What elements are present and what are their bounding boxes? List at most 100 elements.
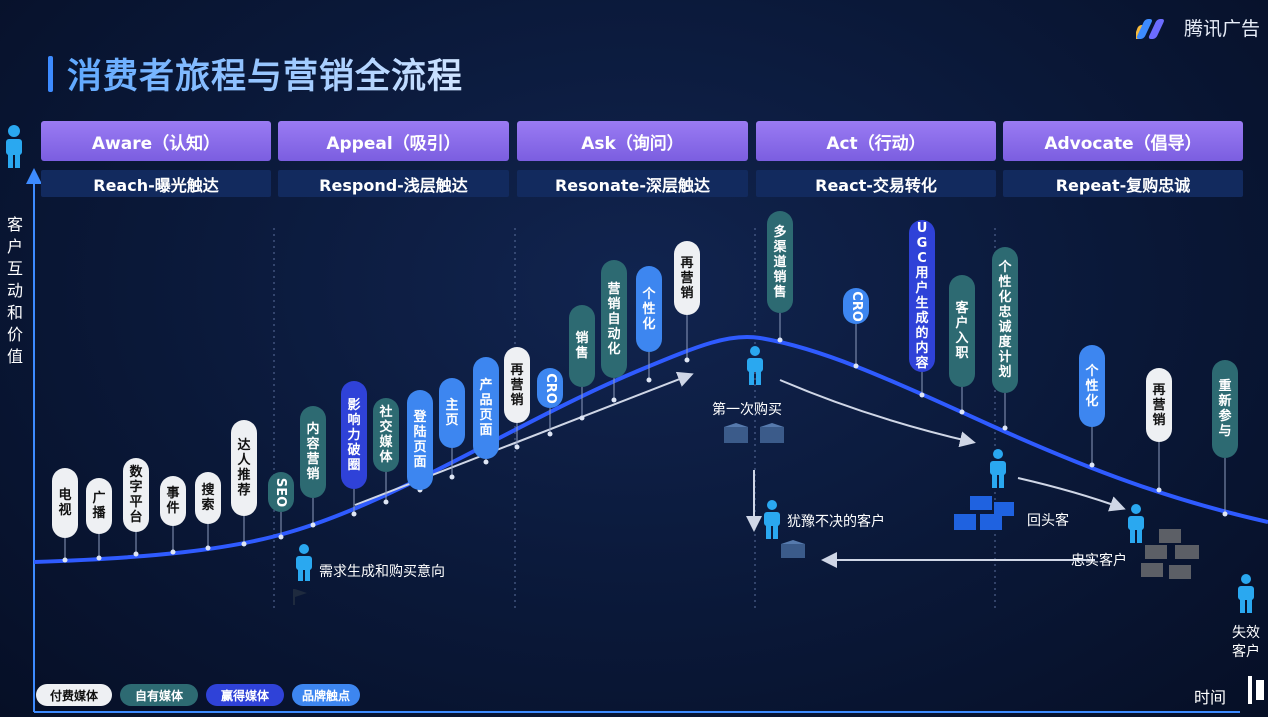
flow-arrow bbox=[1017, 477, 1126, 512]
touchpoint-pill: 数字平台 bbox=[123, 458, 149, 532]
persona-lost: 失效客户 bbox=[1232, 625, 1260, 660]
touchpoint-label: 重新参与 bbox=[1218, 379, 1232, 439]
touchpoint-pill: 个性化 bbox=[1079, 345, 1105, 427]
persona-hesitant: 犹豫不决的客户 bbox=[787, 514, 885, 530]
person-icon bbox=[747, 346, 763, 385]
touchpoint-label: 再营销 bbox=[680, 255, 694, 301]
touchpoint-pill: 事件 bbox=[160, 476, 186, 526]
touchpoint-dot bbox=[646, 377, 652, 383]
touchpoint-label: SEO bbox=[273, 477, 289, 507]
touchpoint-pill: 达人推荐 bbox=[231, 420, 257, 516]
person-icon bbox=[1238, 574, 1254, 613]
touchpoint-dot bbox=[547, 431, 553, 437]
touchpoint-dot bbox=[351, 511, 357, 517]
person-icon bbox=[990, 449, 1006, 488]
person-icon bbox=[293, 544, 312, 605]
touchpoint-pill: 影响力破圈 bbox=[341, 381, 367, 489]
touchpoint-dot bbox=[278, 534, 284, 540]
touchpoint-label: CRO bbox=[848, 290, 864, 322]
person-icon bbox=[764, 500, 780, 539]
stage-appeal: Appeal（吸引） bbox=[278, 121, 509, 161]
touchpoint-pill: 内容营销 bbox=[300, 406, 326, 498]
touchpoint-dot bbox=[170, 549, 176, 555]
touchpoint-dot bbox=[62, 557, 68, 563]
touchpoint-dot bbox=[1089, 462, 1095, 468]
touchpoint-label: 再营销 bbox=[1152, 382, 1166, 428]
touchpoint-pill: 个性化忠诚度计划 bbox=[992, 247, 1018, 393]
touchpoint-label: 再营销 bbox=[510, 362, 524, 408]
touchpoint-label: 个性化 bbox=[1085, 363, 1099, 409]
box-stack-icon bbox=[954, 496, 1014, 530]
stage-sub-respond: Respond-浅层触达 bbox=[278, 170, 509, 197]
touchpoint-label: 客户入职 bbox=[955, 301, 969, 361]
touchpoint-pill: 个性化 bbox=[636, 266, 662, 352]
person-icon bbox=[6, 125, 22, 168]
touchpoint-dot bbox=[1222, 511, 1228, 517]
brand-name: 腾讯广告 bbox=[1183, 18, 1260, 40]
persona-demand: 需求生成和购买意向 bbox=[319, 564, 445, 580]
touchpoint-dot bbox=[514, 444, 520, 450]
stage-ask: Ask（询问） bbox=[517, 121, 748, 161]
legend-paid: 付费媒体 bbox=[36, 684, 112, 706]
touchpoint-label: 内容营销 bbox=[306, 422, 320, 482]
touchpoint-label: 数字平台 bbox=[129, 465, 143, 525]
touchpoint-label: 事件 bbox=[166, 486, 180, 516]
touchpoint-label: 达人推荐 bbox=[237, 438, 251, 498]
stage-sub-repeat: Repeat-复购忠诚 bbox=[1003, 170, 1243, 197]
legend-owned: 自有媒体 bbox=[120, 684, 198, 706]
touchpoint-dot bbox=[483, 459, 489, 465]
page-title: 消费者旅程与营销全流程 bbox=[48, 48, 463, 99]
box-icon bbox=[781, 540, 805, 558]
persona-returning: 回头客 bbox=[1027, 513, 1069, 529]
touchpoint-pill: 营销自动化 bbox=[601, 260, 627, 378]
stage-sub-react: React-交易转化 bbox=[756, 170, 996, 197]
touchpoint-label: 主页 bbox=[445, 398, 459, 428]
touchpoint-label: 影响力破圈 bbox=[347, 397, 361, 473]
touchpoint-label: 销售 bbox=[575, 331, 589, 361]
touchpoint-pill: 主页 bbox=[439, 378, 465, 448]
x-axis-label: 时间 bbox=[1194, 688, 1227, 707]
touchpoint-pill: 重新参与 bbox=[1212, 360, 1238, 458]
persona-loyal: 忠实客户 bbox=[1071, 553, 1127, 569]
touchpoint-label: 营销自动化 bbox=[607, 281, 621, 357]
box-stack-icon bbox=[1141, 529, 1199, 579]
touchpoint-dot bbox=[310, 522, 316, 528]
touchpoint-pill: 再营销 bbox=[674, 241, 700, 315]
touchpoint-dot bbox=[777, 337, 783, 343]
touchpoint-dot bbox=[611, 397, 617, 403]
flow-arrow bbox=[779, 379, 976, 448]
touchpoint-dot bbox=[96, 555, 102, 561]
legend-brand: 品牌触点 bbox=[292, 684, 360, 706]
stage-act: Act（行动） bbox=[756, 121, 996, 161]
touchpoint-label: 产品页面 bbox=[479, 378, 493, 438]
stage-aware: Aware（认知） bbox=[41, 121, 271, 161]
touchpoint-label: 搜索 bbox=[201, 483, 215, 513]
touchpoint-dot bbox=[1156, 487, 1162, 493]
touchpoint-dot bbox=[684, 357, 690, 363]
touchpoint-pill: 多渠道销售 bbox=[767, 211, 793, 313]
bar-end-icon bbox=[1248, 676, 1264, 704]
touchpoint-dot bbox=[919, 392, 925, 398]
touchpoint-pill: CRO bbox=[537, 368, 563, 408]
touchpoint-pill: 登陆页面 bbox=[407, 390, 433, 490]
touchpoint-label: 电视 bbox=[58, 488, 72, 518]
legend-earned: 赢得媒体 bbox=[206, 684, 284, 706]
touchpoint-pill: 产品页面 bbox=[473, 357, 499, 459]
persona-first-purchase: 第一次购买 bbox=[712, 402, 782, 418]
touchpoint-pill: 搜索 bbox=[195, 472, 221, 524]
touchpoint-pill: 客户入职 bbox=[949, 275, 975, 387]
touchpoint-dot bbox=[133, 551, 139, 557]
stage-advocate: Advocate（倡导） bbox=[1003, 121, 1243, 161]
touchpoint-dot bbox=[959, 409, 965, 415]
touchpoint-dot bbox=[579, 415, 585, 421]
stage-sub-reach: Reach-曝光触达 bbox=[41, 170, 271, 197]
touchpoint-pill: 再营销 bbox=[1146, 368, 1172, 442]
touchpoint-pill: CRO bbox=[843, 288, 869, 324]
touchpoint-pill: 广播 bbox=[86, 478, 112, 534]
touchpoint-dot bbox=[241, 541, 247, 547]
touchpoint-pill: 社交媒体 bbox=[373, 398, 399, 472]
touchpoint-pill: 再营销 bbox=[504, 347, 530, 423]
